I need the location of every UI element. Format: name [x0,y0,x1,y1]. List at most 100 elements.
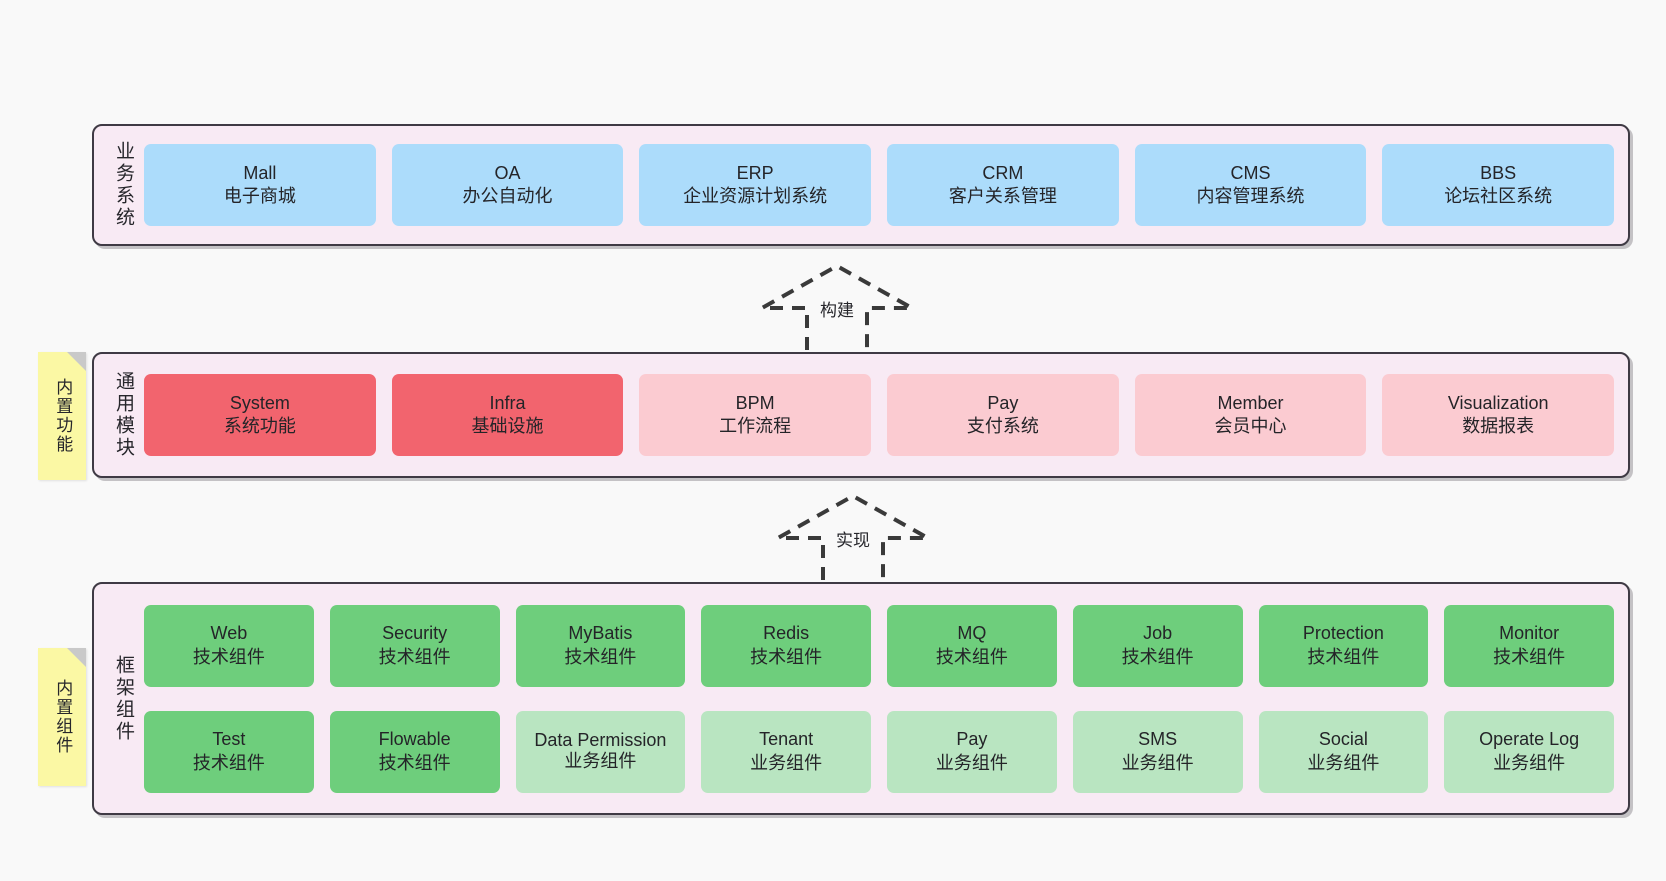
node-subtitle: 技术组件 [192,646,265,667]
node-title: CRM [982,162,1024,183]
node-row: Test 技术组件 Flowable 技术组件 Data Permission … [144,706,1614,798]
node-title: System [229,392,290,413]
node-erp[interactable]: ERP 企业资源计划系统 [639,144,872,226]
arrow-implement-label: 实现 [836,531,870,550]
folded-corner-icon [67,352,86,371]
sticky-note-label: 内置组件 [53,679,73,755]
node-bbs[interactable]: BBS 论坛社区系统 [1382,144,1615,226]
layer-label-common-modules: 通用模块 [113,371,134,459]
node-title: Job [1143,623,1173,644]
node-subtitle: 基础设施 [471,416,544,436]
node-redis[interactable]: Redis 技术组件 [701,604,871,687]
node-system[interactable]: System 系统功能 [144,374,376,456]
node-sms[interactable]: SMS 业务组件 [1072,710,1243,793]
layer-label-business-systems: 业务系统 [113,141,134,229]
node-title: Pay [956,729,988,750]
folded-corner-icon [67,648,86,667]
node-member[interactable]: Member 会员中心 [1134,374,1367,456]
node-title: ERP [736,162,774,183]
node-subtitle: 业务组件 [1121,752,1194,773]
node-social[interactable]: Social 业务组件 [1258,710,1429,793]
node-subtitle: 办公自动化 [462,186,553,206]
node-title: Monitor [1499,623,1560,644]
node-title: Social [1318,729,1368,750]
node-title: Security [382,623,448,644]
node-mall[interactable]: Mall 电子商城 [144,144,376,226]
node-row: Mall 电子商城 OA 办公自动化 ERP 企业资源计划系统 CRM 客户关系… [144,136,1615,234]
node-row: Web 技术组件 Security 技术组件 MyBatis 技术组件 Redi… [144,600,1614,692]
node-subtitle: 系统功能 [223,416,296,436]
node-operate-log[interactable]: Operate Log 业务组件 [1444,710,1614,793]
node-mybatis[interactable]: MyBatis 技术组件 [515,604,686,687]
node-web[interactable]: Web 技术组件 [144,604,314,687]
layer-business-systems: 业务系统 Mall 电子商城 OA 办公自动化 ERP 企业资源计划系统 CRM… [92,124,1630,246]
node-title: BPM [735,392,775,413]
node-subtitle: 技术组件 [378,752,451,773]
node-subtitle: 技术组件 [1493,646,1566,667]
node-title: MyBatis [568,623,633,644]
node-title: SMS [1138,729,1178,750]
node-visualization[interactable]: Visualization 数据报表 [1382,374,1615,456]
node-crm[interactable]: CRM 客户关系管理 [887,144,1119,226]
node-subtitle: 业务组件 [1307,752,1380,773]
node-subtitle: 业务组件 [1493,752,1566,773]
node-test[interactable]: Test 技术组件 [144,710,314,793]
sticky-note-label: 内置功能 [53,378,73,454]
node-mq[interactable]: MQ 技术组件 [887,604,1057,687]
node-pay-business[interactable]: Pay 业务组件 [887,710,1057,793]
node-subtitle: 内容管理系统 [1196,186,1305,206]
node-job[interactable]: Job 技术组件 [1072,604,1243,687]
node-tenant[interactable]: Tenant 业务组件 [701,710,871,793]
node-subtitle: 业务组件 [750,752,823,773]
node-monitor[interactable]: Monitor 技术组件 [1444,604,1614,687]
sticky-note-builtin-components: 内置组件 [38,648,86,786]
node-subtitle: 技术组件 [1121,646,1194,667]
sticky-note-builtin-features: 内置功能 [38,352,86,480]
node-subtitle: 会员中心 [1214,416,1287,436]
node-title: BBS [1480,162,1517,183]
node-title: Redis [763,623,810,644]
node-protection[interactable]: Protection 技术组件 [1258,604,1429,687]
node-title: Data Permission [534,729,667,750]
node-subtitle: 工作流程 [719,416,792,436]
node-subtitle: 企业资源计划系统 [683,186,828,206]
node-subtitle: 技术组件 [564,646,637,667]
node-bpm[interactable]: BPM 工作流程 [639,374,872,456]
node-flowable[interactable]: Flowable 技术组件 [329,710,500,793]
node-subtitle: 客户关系管理 [948,186,1057,206]
node-subtitle: 业务组件 [935,752,1008,773]
arrow-implement: 实现 [768,492,938,582]
node-title: OA [494,162,521,183]
node-subtitle: 技术组件 [750,646,823,667]
layer-label-framework-components: 框架组件 [113,654,134,743]
node-security[interactable]: Security 技术组件 [329,604,500,687]
node-title: Protection [1302,623,1384,644]
node-title: Mall [243,162,277,183]
node-infra[interactable]: Infra 基础设施 [391,374,624,456]
layer-common-modules: 通用模块 System 系统功能 Infra 基础设施 BPM 工作流程 Pay… [92,352,1630,478]
node-data-permission[interactable]: Data Permission 业务组件 [515,710,686,793]
node-title: Member [1217,392,1284,413]
node-title: Visualization [1447,392,1549,413]
node-title: MQ [957,623,987,644]
node-subtitle: 技术组件 [378,646,451,667]
node-subtitle: 技术组件 [935,646,1008,667]
node-subtitle: 技术组件 [1307,646,1380,667]
node-title: Operate Log [1479,729,1580,750]
node-pay[interactable]: Pay 支付系统 [887,374,1119,456]
node-title: Web [210,623,248,644]
arrow-build: 构建 [752,262,922,352]
arrow-build-label: 构建 [820,301,854,320]
node-subtitle: 支付系统 [966,416,1039,436]
node-title: Test [212,729,246,750]
node-subtitle: 业务组件 [564,751,637,772]
node-subtitle: 技术组件 [192,752,265,773]
node-title: Pay [987,392,1019,413]
node-oa[interactable]: OA 办公自动化 [391,144,624,226]
node-title: CMS [1230,162,1271,183]
layer-framework-components: 框架组件 Web 技术组件 Security 技术组件 MyBatis 技术组件… [92,582,1630,815]
node-cms[interactable]: CMS 内容管理系统 [1134,144,1367,226]
node-row: System 系统功能 Infra 基础设施 BPM 工作流程 Pay 支付系统… [144,364,1615,466]
node-subtitle: 电子商城 [223,186,296,206]
